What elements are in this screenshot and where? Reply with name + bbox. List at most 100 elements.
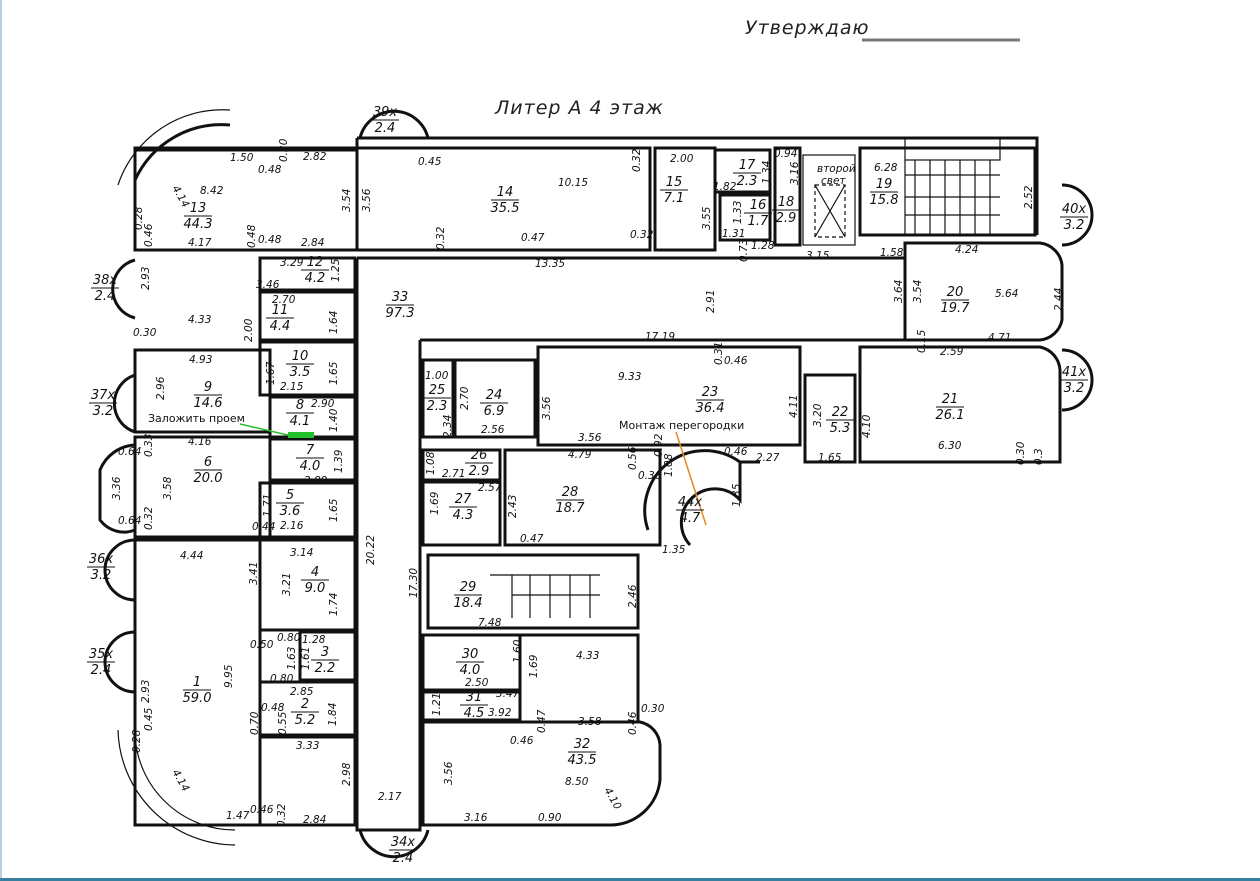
dimension-label: 7.48	[478, 617, 502, 629]
dimension-label: 0.47	[536, 709, 548, 733]
dimension-label: 3.58	[162, 476, 174, 500]
room-area: 4.0	[300, 459, 321, 474]
room-area: 3.2	[91, 568, 112, 583]
room-number: 35x	[89, 647, 114, 662]
room-number: 24	[486, 388, 503, 403]
room-area: 19.7	[941, 301, 971, 316]
dimension-label: 2.27	[756, 452, 780, 464]
dimension-label: 1.00	[425, 370, 449, 382]
dimension-label: 9.33	[618, 371, 641, 383]
room-area: 2.9	[469, 464, 490, 479]
room-label: 84.1	[286, 398, 314, 429]
dimension-label: 1.61	[300, 647, 312, 670]
dimension-label: 0.33	[143, 434, 155, 457]
dimension-label: 2.93	[140, 267, 152, 290]
close-opening-note: Заложить проем	[148, 412, 245, 425]
dimension-label: 0.80	[277, 632, 301, 644]
room-number: 34x	[391, 835, 416, 850]
room-number: 18	[778, 195, 795, 210]
room-area: 2.3	[427, 399, 448, 414]
room-area: 97.3	[386, 306, 415, 321]
dimension-label: 2.43	[507, 495, 519, 518]
dimension-label: 3.16	[464, 812, 488, 824]
room-number: 25	[429, 383, 446, 398]
room-number: 40x	[1062, 202, 1087, 217]
dimension-label: 2.85	[290, 686, 314, 698]
dimension-label: 0.44	[252, 521, 275, 533]
dimension-label: 4.14	[169, 768, 191, 794]
room-label: 25.2	[291, 697, 319, 728]
room-area: 14.6	[194, 396, 223, 411]
dimension-label: 3.15	[806, 250, 830, 262]
dimension-label: 1.65	[328, 498, 340, 522]
dimension-label: 20.22	[365, 535, 377, 565]
room-number: 2	[301, 697, 309, 712]
room-label: 246.9	[480, 388, 508, 419]
room-number: 11	[272, 303, 289, 318]
dimension-label: 0.32	[631, 148, 643, 172]
plan-title: Литер А 4 этаж	[494, 97, 664, 119]
dimension-label: 0.32	[276, 803, 288, 827]
dimension-label: 2.34	[442, 415, 454, 438]
room-label: 74.0	[296, 443, 324, 474]
room-label: 124.2	[301, 255, 329, 286]
dimension-label: 4.10	[861, 414, 873, 438]
room-number: 4	[311, 565, 319, 580]
dimension-label: 1.65	[818, 452, 842, 464]
room-label: 225.3	[826, 405, 854, 436]
dimension-label: 1.08	[663, 453, 675, 477]
dimension-label: 3.58	[578, 716, 602, 728]
dimension-label: 0.36	[638, 470, 662, 482]
room-label: 274.3	[449, 492, 477, 523]
dimension-label: 3.56	[541, 396, 553, 420]
room-number: 12	[307, 255, 324, 270]
dimension-label: 4.71	[988, 332, 1011, 344]
dimension-label: 8.42	[200, 185, 224, 197]
dimension-label: 9.95	[223, 664, 235, 688]
dimension-label: 0.56	[627, 446, 639, 470]
dimension-label: 3.56	[443, 761, 455, 785]
room-area: 20.0	[194, 471, 223, 486]
room-number: 44x	[678, 495, 703, 510]
room-number: 16	[750, 198, 767, 213]
room-area: 15.8	[870, 193, 899, 208]
room-label: 32.2	[311, 645, 339, 676]
room-area: 44.3	[184, 217, 213, 232]
dimension-label: 0.94	[774, 148, 797, 160]
dimension-label: 2.96	[155, 376, 167, 400]
room-number: 8	[296, 398, 304, 413]
room-label: 620.0	[194, 455, 223, 486]
dimension-label: 1.28	[751, 240, 775, 252]
room-area: 18.4	[454, 596, 483, 611]
room-area: 4.2	[305, 271, 326, 286]
room-area: 4.3	[453, 508, 474, 523]
room-number: 37x	[91, 388, 116, 403]
dimension-label: 2.44	[1053, 288, 1065, 311]
room-area: 35.5	[491, 201, 520, 216]
dimension-label: 0.47	[520, 533, 544, 545]
room-area: 3.2	[93, 404, 114, 419]
dimension-label: 0.46	[510, 735, 534, 747]
dimension-label: 0.45	[418, 156, 442, 168]
room-area: 26.1	[936, 408, 965, 423]
dimension-label: 3.41	[248, 562, 260, 585]
dimension-label: 1.39	[333, 449, 345, 473]
dimension-label: 3.16	[789, 161, 801, 185]
dimension-label: 1.33	[732, 201, 744, 224]
dimension-label: 17.30	[408, 568, 420, 598]
dimension-label: 3.46	[256, 279, 280, 291]
bottom-border	[0, 878, 1260, 881]
dimension-label: 1.34	[761, 161, 773, 184]
dimension-label: 1.82	[713, 181, 737, 193]
dimension-label: 2.90	[311, 398, 335, 410]
dimension-label: 0.30	[1015, 441, 1027, 465]
